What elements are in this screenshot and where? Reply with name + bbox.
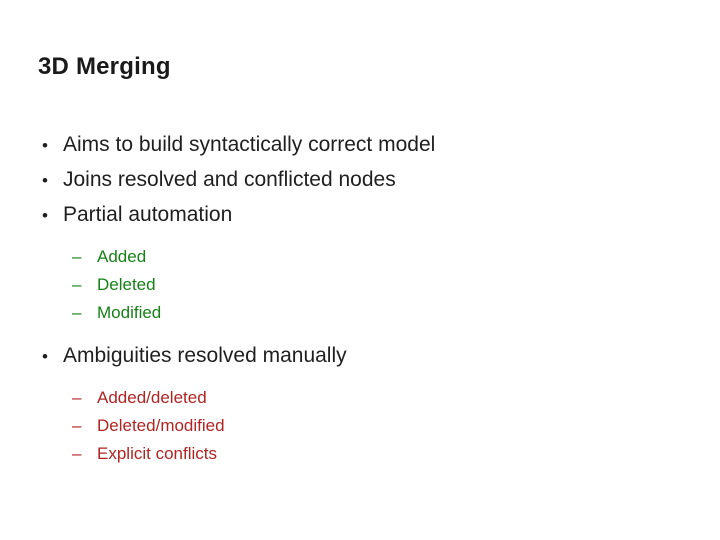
bullet-group-primary: • Aims to build syntactically correct mo… — [38, 128, 678, 233]
list-item: – Added/deleted — [38, 384, 678, 412]
list-item: • Ambiguities resolved manually — [38, 339, 678, 374]
slide-body: • Aims to build syntactically correct mo… — [38, 128, 678, 468]
bullet-dash-icon: – — [72, 275, 82, 294]
list-item: • Aims to build syntactically correct mo… — [38, 128, 678, 163]
list-item-label: Deleted/modified — [97, 416, 225, 435]
bullet-group-red-sub: – Added/deleted – Deleted/modified – Exp… — [38, 384, 678, 468]
list-item-label: Deleted — [97, 275, 156, 294]
list-item: – Deleted — [38, 271, 678, 299]
bullet-dot-icon: • — [42, 347, 48, 366]
bullet-dash-icon: – — [72, 388, 82, 407]
page-title: 3D Merging — [38, 53, 171, 80]
list-item-label: Aims to build syntactically correct mode… — [63, 133, 436, 156]
bullet-dot-icon: • — [42, 136, 48, 155]
bullet-group-secondary: • Ambiguities resolved manually — [38, 339, 678, 374]
list-item: • Partial automation — [38, 198, 678, 233]
list-item-label: Explicit conflicts — [97, 444, 217, 463]
bullet-dash-icon: – — [72, 444, 82, 463]
list-item: • Joins resolved and conflicted nodes — [38, 163, 678, 198]
bullet-dot-icon: • — [42, 206, 48, 225]
list-item: – Added — [38, 243, 678, 271]
list-item-label: Ambiguities resolved manually — [63, 344, 347, 367]
list-item-label: Added/deleted — [97, 388, 207, 407]
bullet-dash-icon: – — [72, 416, 82, 435]
list-item: – Explicit conflicts — [38, 440, 678, 468]
bullet-dash-icon: – — [72, 247, 82, 266]
bullet-group-green-sub: – Added – Deleted – Modified — [38, 243, 678, 327]
bullet-dot-icon: • — [42, 171, 48, 190]
list-item-label: Modified — [97, 303, 162, 322]
list-item-label: Added — [97, 247, 147, 266]
list-item-label: Partial automation — [63, 203, 233, 226]
list-item-label: Joins resolved and conflicted nodes — [63, 168, 396, 191]
bullet-dash-icon: – — [72, 303, 82, 322]
list-item: – Deleted/modified — [38, 412, 678, 440]
list-item: – Modified — [38, 299, 678, 327]
